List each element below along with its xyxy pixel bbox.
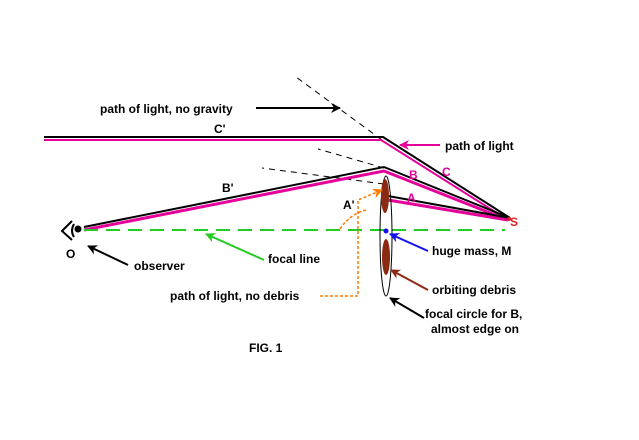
label-focal-circle-line2: almost edge on (431, 322, 519, 336)
arrow-orbiting-debris (390, 269, 429, 291)
observer-eye-icon (60, 220, 82, 241)
label-s: S (510, 215, 518, 229)
arrow-focal-line (205, 233, 265, 261)
label-b-prime: B' (222, 181, 234, 195)
ray-c (44, 136, 511, 221)
label-a-prime: A' (343, 198, 355, 212)
ray-b (83, 165, 511, 232)
label-o: O (66, 247, 75, 261)
dashed-extensions (261, 76, 385, 185)
label-c-prime: C' (214, 122, 226, 136)
label-c: C (442, 165, 451, 179)
ray-a (387, 195, 511, 222)
label-focal-circle-line1: focal circle for B, (425, 307, 522, 321)
arrow-no-debris (320, 188, 383, 297)
label-path-of-light: path of light (445, 139, 514, 153)
label-no-gravity: path of light, no gravity (100, 102, 233, 116)
source-point (507, 217, 511, 221)
label-orbiting-debris: orbiting debris (432, 283, 516, 297)
annotation-arrows (87, 103, 440, 319)
label-huge-mass: huge mass, M (432, 244, 511, 258)
orbiting-debris (381, 179, 390, 275)
arrow-huge-mass (389, 233, 429, 252)
label-no-debris: path of light, no debris (170, 289, 300, 303)
arc-angle-a-prime (339, 209, 367, 230)
label-observer: observer (134, 259, 185, 273)
figure-caption: FIG. 1 (249, 341, 283, 355)
huge-mass (383, 228, 389, 234)
label-focal-line: focal line (268, 252, 320, 266)
label-a: A (407, 191, 416, 205)
arrow-focal-circle (389, 297, 425, 319)
arrow-observer (87, 245, 129, 266)
label-b: B (409, 168, 418, 182)
